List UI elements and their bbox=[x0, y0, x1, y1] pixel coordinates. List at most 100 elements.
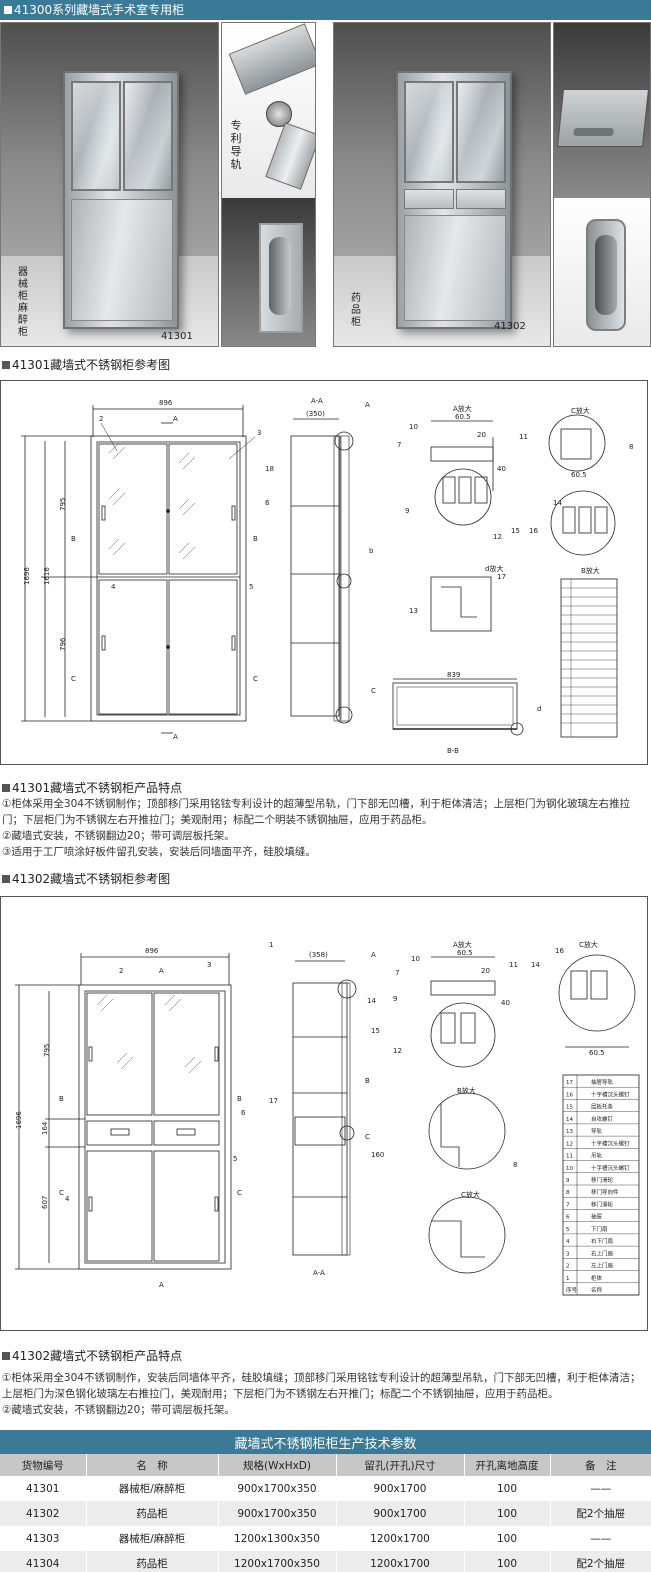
svg-text:7: 7 bbox=[397, 441, 401, 449]
parts-table-name: 柜体 bbox=[591, 1274, 603, 1282]
photo-cabinet-41301: 器械柜麻醉柜 41301 bbox=[0, 22, 219, 347]
square-bullet-icon bbox=[2, 875, 10, 883]
svg-text:A: A bbox=[173, 415, 178, 423]
svg-text:2: 2 bbox=[119, 967, 123, 975]
recessed-handle-icon bbox=[259, 223, 303, 333]
svg-text:10: 10 bbox=[409, 423, 418, 431]
svg-text:C: C bbox=[71, 675, 76, 683]
col-header-note: 备 注 bbox=[549, 1454, 651, 1476]
svg-text:9: 9 bbox=[393, 995, 397, 1003]
detail-c2-title: C放大 bbox=[461, 1190, 480, 1199]
svg-text:1: 1 bbox=[269, 941, 273, 949]
svg-text:C: C bbox=[365, 1133, 370, 1141]
parts-table-name: 吊轨 bbox=[591, 1152, 603, 1160]
svg-text:A: A bbox=[159, 967, 164, 975]
drawer-right bbox=[456, 189, 506, 209]
cabinet-body bbox=[396, 71, 512, 329]
parts-table-number: 4 bbox=[566, 1239, 570, 1245]
svg-text:B: B bbox=[365, 1077, 370, 1085]
svg-text:14: 14 bbox=[367, 997, 376, 1005]
parts-table-name: 导轨 bbox=[591, 1127, 603, 1135]
parts-table-number: 3 bbox=[566, 1251, 570, 1257]
svg-text:16: 16 bbox=[529, 527, 538, 535]
dim-height-lower: 607 bbox=[41, 1196, 49, 1209]
svg-text:B: B bbox=[237, 1095, 242, 1103]
svg-text:3: 3 bbox=[257, 429, 261, 437]
parts-table-name: 下门扇 bbox=[591, 1225, 608, 1233]
svg-text:60.5: 60.5 bbox=[455, 413, 471, 421]
svg-text:A: A bbox=[173, 733, 178, 741]
dim-bb-width: 839 bbox=[447, 671, 460, 679]
svg-text:10: 10 bbox=[411, 955, 420, 963]
square-bullet-icon bbox=[4, 6, 12, 14]
svg-text:16: 16 bbox=[555, 947, 564, 955]
svg-text:15: 15 bbox=[371, 1027, 380, 1035]
square-bullet-icon bbox=[2, 1352, 10, 1360]
svg-text:5: 5 bbox=[233, 1155, 237, 1163]
col-header-item-no: 货物编号 bbox=[0, 1454, 86, 1476]
col-header-height: 开孔离地高度 bbox=[463, 1454, 550, 1476]
parts-table-name: 移门导向件 bbox=[591, 1188, 619, 1196]
svg-text:40: 40 bbox=[501, 999, 510, 1007]
section-aa-title: A-A bbox=[311, 397, 323, 405]
parts-table-number: 1 bbox=[566, 1276, 570, 1282]
section-aa-title: A-A bbox=[313, 1269, 325, 1277]
svg-text:60.5: 60.5 bbox=[457, 949, 473, 957]
parts-table-name: 层板托条 bbox=[591, 1103, 614, 1111]
drawing-41301-svg: 896 1696 1616 795 796 A bbox=[21, 397, 633, 755]
svg-text:A: A bbox=[371, 951, 376, 959]
detail-b-title: B放大 bbox=[581, 566, 600, 575]
photo-drawer-detail bbox=[553, 22, 651, 347]
svg-text:5: 5 bbox=[249, 583, 253, 591]
parts-table-name: 名称 bbox=[591, 1286, 603, 1294]
dim-height-upper: 795 bbox=[43, 1044, 51, 1057]
svg-text:C: C bbox=[59, 1189, 64, 1197]
parts-table-number: 17 bbox=[566, 1080, 573, 1086]
spec-table-title-row: 藏墙式不锈钢柜柜生产技术参数 bbox=[0, 1430, 651, 1454]
parts-table-number: 10 bbox=[566, 1166, 573, 1172]
parts-table-number: 11 bbox=[566, 1154, 573, 1160]
detail-a-title: A放大 bbox=[453, 404, 472, 413]
photo-cabinet-41302: 药品柜 41302 bbox=[333, 22, 551, 347]
spec-table-title: 藏墙式不锈钢柜柜生产技术参数 bbox=[0, 1430, 651, 1454]
svg-text:17: 17 bbox=[497, 573, 506, 581]
dim-depth: (358) bbox=[309, 951, 328, 959]
parts-table-number: 6 bbox=[566, 1215, 570, 1221]
svg-text:4: 4 bbox=[111, 583, 116, 591]
svg-text:20: 20 bbox=[477, 431, 486, 439]
svg-text:A: A bbox=[365, 401, 370, 409]
feature-item: ①柜体采用全304不锈钢制作；顶部移门采用铭铉专利设计的超薄型吊轨，门下部无凹槽… bbox=[2, 798, 630, 826]
svg-text:40: 40 bbox=[497, 465, 506, 473]
svg-text:4: 4 bbox=[65, 1195, 70, 1203]
section-title-drawing-41302: 41302藏墙式不锈钢柜参考图 bbox=[2, 870, 170, 887]
cabinet-body bbox=[63, 71, 179, 329]
dim-height-lower: 796 bbox=[59, 637, 67, 651]
col-header-spec: 规格(WxHxD) bbox=[217, 1454, 336, 1476]
svg-text:9: 9 bbox=[405, 507, 409, 515]
steel-door-lower bbox=[71, 199, 173, 321]
section-title-features-41302: 41302藏墙式不锈钢柜产品特点 bbox=[2, 1347, 182, 1364]
parts-table-name: 抽屉 bbox=[591, 1213, 603, 1221]
svg-text:3: 3 bbox=[207, 961, 211, 969]
technical-drawing-41302: 896 16 9 6 795 16 4 607 A A B B C bbox=[0, 896, 648, 1331]
dim-width: 896 bbox=[159, 399, 173, 407]
glass-door-left bbox=[71, 81, 121, 191]
svg-text:11: 11 bbox=[519, 433, 528, 441]
dim-height-inner: 1616 bbox=[43, 567, 51, 585]
dim-side: 160 bbox=[371, 1151, 384, 1159]
parts-table-number: 5 bbox=[566, 1227, 570, 1233]
cabinet-type-label: 器械柜麻醉柜 bbox=[18, 267, 28, 338]
steel-door-lower bbox=[404, 215, 506, 321]
parts-table-number: 12 bbox=[566, 1141, 573, 1147]
svg-text:8: 8 bbox=[629, 443, 633, 451]
glass-door-right bbox=[456, 81, 506, 183]
dim-width: 896 bbox=[145, 947, 159, 955]
detail-a-title: A放大 bbox=[453, 940, 472, 949]
model-number: 41302 bbox=[494, 321, 526, 332]
drawer-left bbox=[404, 189, 454, 209]
parts-table-name: 十字槽沉头螺钉 bbox=[591, 1090, 630, 1098]
parts-table-number: 序号 bbox=[566, 1286, 578, 1294]
parts-table-name: 移门滑轮 bbox=[591, 1176, 614, 1184]
page-title: 41300系列藏墙式手术室专用柜 bbox=[14, 3, 185, 17]
parts-table-number: 16 bbox=[566, 1092, 573, 1098]
